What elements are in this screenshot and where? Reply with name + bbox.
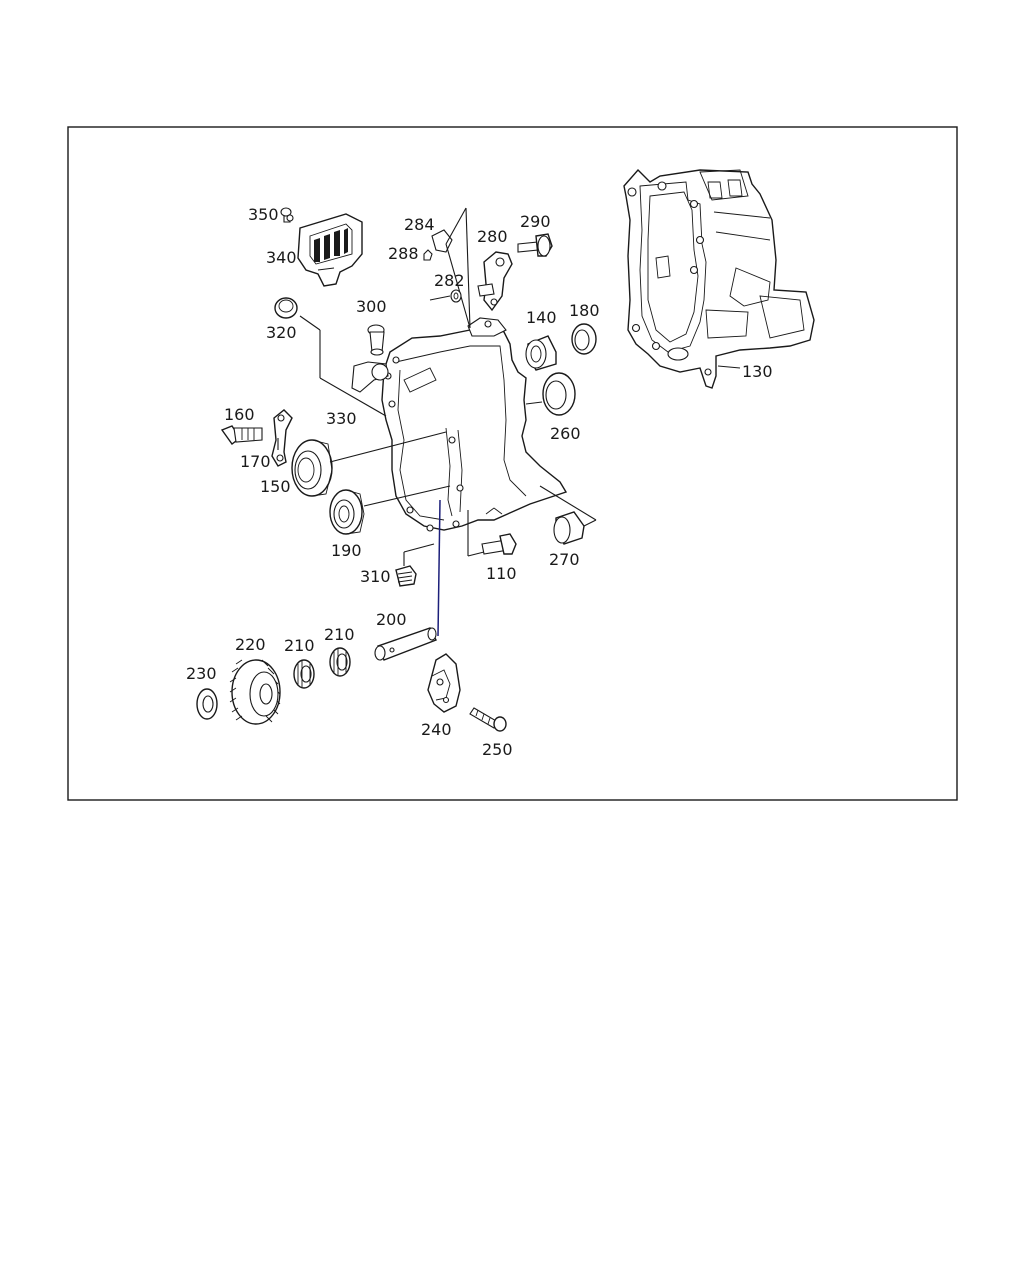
part-270-sleeve <box>539 485 597 545</box>
callout-200: 200 <box>376 610 407 629</box>
part-350-screw <box>280 207 294 223</box>
part-240-segment <box>427 653 461 713</box>
part-170-bracket <box>271 409 293 467</box>
leader-320 <box>299 315 321 331</box>
part-210b-needle-bearing <box>329 647 351 677</box>
part-150-bearing <box>291 431 447 497</box>
callout-310: 310 <box>360 567 391 586</box>
callout-210b: 210 <box>324 625 355 644</box>
callout-300: 300 <box>356 297 387 316</box>
part-210a-needle-bearing <box>293 659 315 689</box>
part-220-gear <box>229 659 281 725</box>
part-330-cover <box>381 317 568 532</box>
callout-180: 180 <box>569 301 600 320</box>
part-282-washer <box>429 289 462 303</box>
callout-330: 330 <box>326 409 357 428</box>
callout-210a: 210 <box>284 636 315 655</box>
callout-350: 350 <box>248 205 279 224</box>
callout-284: 284 <box>404 215 435 234</box>
part-330-lever <box>351 361 389 393</box>
part-160-bolt <box>220 425 263 445</box>
callout-288: 288 <box>388 244 419 263</box>
callout-110: 110 <box>486 564 517 583</box>
part-340-control-module <box>297 213 363 287</box>
callout-260: 260 <box>550 424 581 443</box>
callout-170: 170 <box>240 452 271 471</box>
part-230-washer <box>196 688 218 720</box>
part-320-plug <box>274 297 298 319</box>
part-200-shaft <box>374 499 441 661</box>
part-260-seal-ring <box>525 372 576 416</box>
diagram-border <box>67 126 958 801</box>
part-250-screw <box>469 707 507 732</box>
callout-280: 280 <box>477 227 508 246</box>
part-300-pin <box>367 324 385 356</box>
callout-270: 270 <box>549 550 580 569</box>
part-180-seal <box>571 323 597 355</box>
part-130-housing <box>623 168 815 389</box>
leader-320c <box>319 377 387 417</box>
callout-190: 190 <box>331 541 362 560</box>
callout-150: 150 <box>260 477 291 496</box>
callout-230: 230 <box>186 664 217 683</box>
callout-290: 290 <box>520 212 551 231</box>
part-190-bearing <box>329 485 451 535</box>
callout-282: 282 <box>434 271 465 290</box>
part-290-bolt <box>517 233 553 257</box>
part-280-switch <box>477 251 513 312</box>
callout-130: 130 <box>742 362 773 381</box>
callout-240: 240 <box>421 720 452 739</box>
callout-140: 140 <box>526 308 557 327</box>
callout-320: 320 <box>266 323 297 342</box>
part-284-288-sensor <box>423 207 471 329</box>
callout-250: 250 <box>482 740 513 759</box>
callout-160: 160 <box>224 405 255 424</box>
part-310-plug <box>395 543 435 587</box>
callout-220: 220 <box>235 635 266 654</box>
callout-340: 340 <box>266 248 297 267</box>
part-110-bolt <box>467 510 517 557</box>
part-140-bushing <box>525 335 557 371</box>
